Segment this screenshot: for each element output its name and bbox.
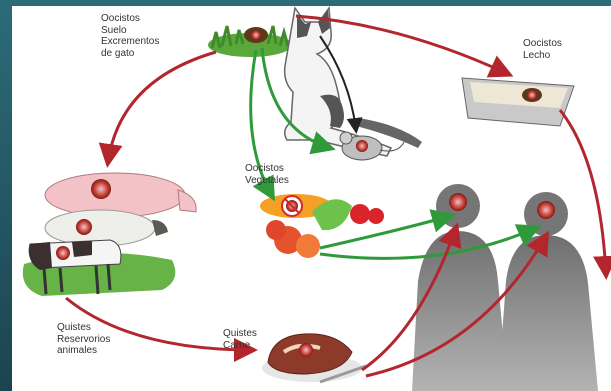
label-meat: Quistes Carne	[223, 328, 257, 351]
arrow-soil-to-animals	[108, 52, 216, 162]
label-soil-feces: Oocistos Suelo Excrementos de gato	[101, 13, 159, 59]
litter-box-icon	[462, 78, 574, 126]
label-litter: Oocistos Lecho	[523, 38, 562, 61]
soil-grass-icon	[208, 26, 292, 57]
pig-icon	[45, 173, 196, 217]
meat-icon	[262, 334, 366, 382]
label-reservoirs: Quistes Reservorios animales	[57, 322, 110, 357]
label-vegetables: Oocistos Vegetales	[245, 163, 289, 186]
cat-icon	[285, 8, 422, 156]
human-silhouette-icon	[412, 184, 598, 391]
